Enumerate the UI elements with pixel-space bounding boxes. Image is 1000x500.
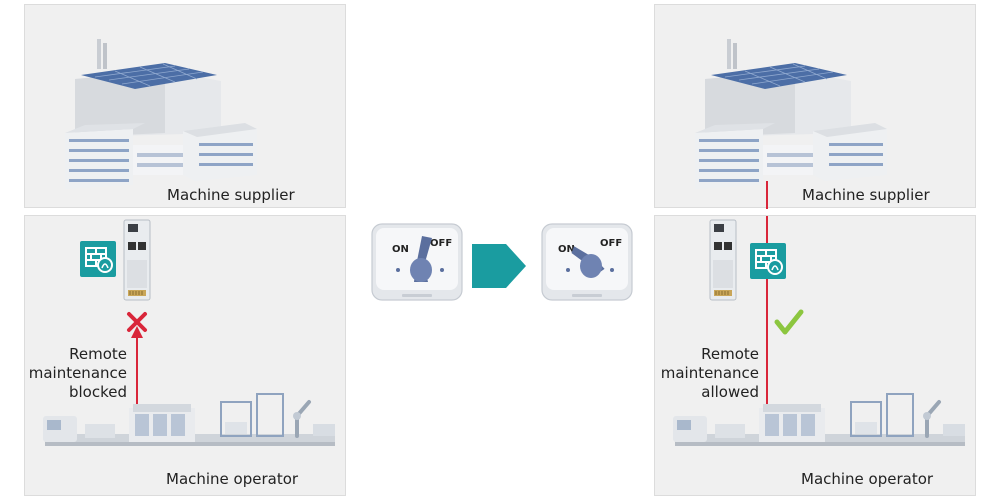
arrow-right-icon bbox=[472, 244, 526, 288]
status-line-1: Remote bbox=[701, 345, 759, 363]
status-line-3: allowed bbox=[701, 383, 759, 401]
check-icon bbox=[774, 309, 804, 335]
key-switch-icon-after: ON OFF bbox=[541, 223, 633, 301]
status-line-2: maintenance bbox=[660, 364, 759, 382]
factory-icon bbox=[64, 38, 258, 190]
status-text-right: Remote maintenance allowed bbox=[661, 345, 759, 402]
status-line-1: Remote bbox=[69, 345, 127, 363]
supplier-panel-right: Machine supplier bbox=[654, 4, 976, 209]
switch-on-label: ON bbox=[392, 244, 409, 255]
right-operator-artwork bbox=[671, 216, 967, 448]
key-switch-icon-before: ON OFF bbox=[371, 223, 463, 301]
supplier-panel-left: Machine supplier bbox=[24, 4, 346, 208]
switch-off-label: OFF bbox=[430, 238, 452, 249]
gateway-device-icon bbox=[709, 219, 737, 301]
status-text-left: Remote maintenance blocked bbox=[29, 345, 127, 402]
firewall-icon bbox=[749, 242, 787, 280]
status-line-2: maintenance bbox=[28, 364, 127, 382]
switch-off-label: OFF bbox=[600, 238, 622, 249]
gateway-device-icon bbox=[123, 219, 151, 301]
operator-panel-right: Remote maintenance allowed Machine opera… bbox=[654, 215, 976, 496]
supplier-label-left: Machine supplier bbox=[167, 186, 295, 204]
factory-icon bbox=[694, 38, 888, 209]
status-line-3: blocked bbox=[68, 383, 127, 401]
operator-label-left: Machine operator bbox=[166, 470, 299, 488]
switch-on-label: ON bbox=[558, 244, 575, 255]
firewall-icon bbox=[79, 240, 117, 278]
operator-panel-left: Remote maintenance blocked Machine opera… bbox=[24, 215, 346, 496]
arrow-up-icon bbox=[131, 326, 143, 338]
left-operator-artwork bbox=[41, 219, 337, 448]
operator-label-right: Machine operator bbox=[801, 470, 934, 488]
cross-icon bbox=[127, 312, 147, 332]
supplier-label-right: Machine supplier bbox=[802, 186, 930, 204]
